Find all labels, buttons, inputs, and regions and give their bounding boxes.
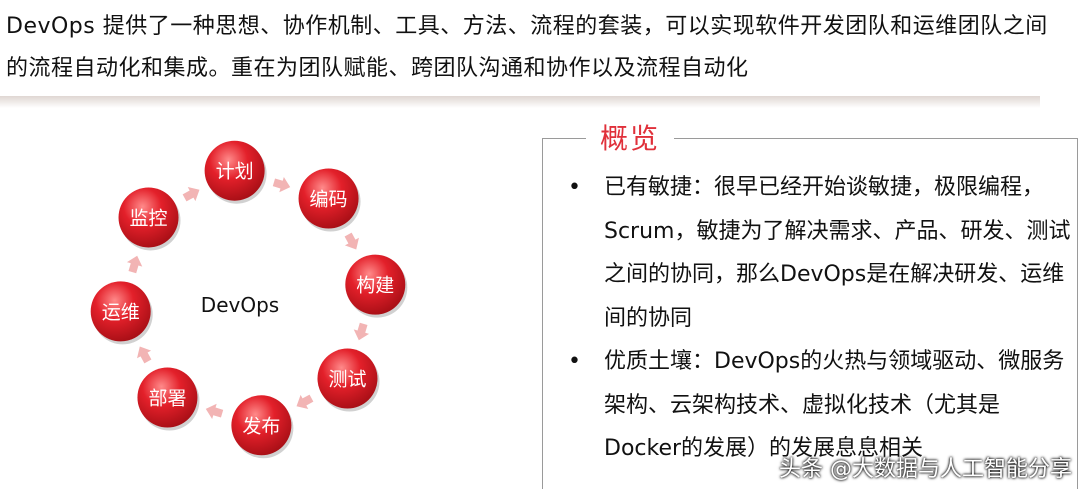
- cycle-arrow-icon: [137, 346, 152, 364]
- cycle-node-circle: [137, 367, 198, 428]
- cycle-node-circle: [90, 281, 151, 342]
- cycle-node: 编码: [298, 168, 361, 232]
- watermark: 头条 @大数据与人工智能分享: [779, 457, 1072, 482]
- overview-bullet: • 已有敏捷：很早已经开始谈敏捷，极限编程，Scrum，敏捷为了解决需求、产品、…: [566, 166, 1071, 340]
- overview-title: 概览: [586, 117, 675, 157]
- bullet-dot-icon: •: [568, 175, 581, 200]
- cycle-center-label: DevOps: [201, 293, 279, 317]
- overview-bullet: • 优质土壤：DevOps的火热与领域驱动、微服务架构、云架构技术、虚拟化技术（…: [566, 340, 1071, 471]
- cycle-node-label: 运维: [102, 301, 140, 323]
- cycle-node: 运维: [90, 281, 153, 345]
- cycle-node-circle: [298, 168, 359, 229]
- cycle-arrow-icon: [182, 187, 200, 202]
- cycle-node-circle: [231, 395, 292, 456]
- cycle-node-circle: [317, 348, 378, 409]
- cycle-arrow-icon: [126, 255, 143, 274]
- bullet-dot-icon: •: [568, 349, 581, 374]
- cycle-arrow-icon: [272, 176, 291, 193]
- cycle-node-label: 监控: [130, 207, 168, 229]
- cycle-node: 测试: [317, 348, 380, 412]
- cycle-arrow-icon: [344, 232, 359, 250]
- cycle-node-label: 构建: [356, 275, 394, 297]
- cycle-node-circle: [204, 140, 265, 201]
- intro-paragraph: DevOps 提供了一种思想、协作机制、工具、方法、流程的套装，可以实现软件开发…: [6, 14, 1048, 81]
- divider: [0, 96, 1040, 108]
- cycle-node: 部署: [137, 367, 200, 431]
- overview-panel: [542, 138, 1078, 489]
- cycle-arrow-icon: [296, 394, 314, 409]
- cycle-arrow-icon: [353, 322, 370, 341]
- cycle-node: 监控: [118, 187, 181, 251]
- cycle-node-label: 编码: [310, 189, 348, 211]
- overview-bullet-text: 已有敏捷：很早已经开始谈敏捷，极限编程，Scrum，敏捷为了解决需求、产品、研发…: [604, 175, 1071, 331]
- cycle-arrow-icon: [205, 403, 224, 420]
- overview-bullets: • 已有敏捷：很早已经开始谈敏捷，极限编程，Scrum，敏捷为了解决需求、产品、…: [566, 166, 1071, 471]
- overview-bullet-text: 优质土壤：DevOps的火热与领域驱动、微服务架构、云架构技术、虚拟化技术（尤其…: [604, 349, 1065, 461]
- cycle-node-circle: [345, 254, 406, 315]
- cycle-node-label: 部署: [148, 387, 186, 409]
- cycle-node-circle: [118, 187, 179, 248]
- cycle-node: 计划: [204, 140, 267, 204]
- cycle-node: 构建: [345, 254, 408, 318]
- cycle-node: 发布: [231, 395, 294, 459]
- cycle-node-label: 计划: [216, 161, 254, 183]
- cycle-node-label: 发布: [242, 415, 280, 437]
- cycle-node-label: 测试: [328, 369, 366, 391]
